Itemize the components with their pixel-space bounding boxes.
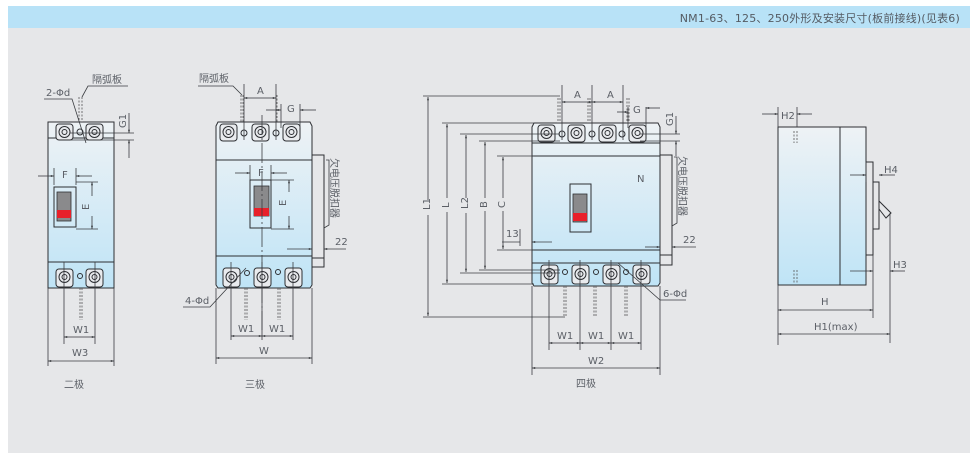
caption-three-pole: 三极: [245, 378, 265, 391]
label-C: C: [497, 201, 508, 208]
handle-red-indicator: [573, 213, 587, 221]
label-A-right: A: [607, 90, 614, 101]
terminal: [602, 264, 621, 285]
label-G1: G1: [665, 112, 676, 126]
terminal: [55, 123, 74, 141]
terminal: [537, 124, 556, 143]
label-undervoltage-release: 欠电压脱扣器: [676, 156, 689, 216]
terminal: [253, 267, 272, 288]
label-arc-barrier: 隔弧板: [199, 72, 229, 85]
label-offset-13: 13: [506, 229, 519, 240]
label-H4: H4: [884, 165, 898, 176]
four-pole-view: 欠电压脱扣器 N A A G G1 L1: [422, 85, 696, 390]
handle-frame: [569, 183, 592, 233]
handle-red-indicator: [254, 208, 269, 216]
label-L: L: [441, 202, 452, 208]
terminal: [55, 268, 74, 288]
label-G: G: [287, 104, 295, 115]
label-W1-right: W1: [269, 324, 285, 335]
side-body: [777, 126, 867, 286]
terminal: [85, 268, 104, 288]
side-view: H2 H4 H3 H H1(max): [762, 107, 907, 345]
label-W1-3: W1: [618, 331, 634, 342]
toggle-lever: [878, 200, 892, 219]
two-pole-view: 隔弧板 2-Φd G1 F E W1 W3 二极: [38, 73, 134, 391]
terminal: [632, 264, 651, 285]
terminal: [222, 267, 241, 288]
label-H1-max: H1(max): [814, 322, 858, 333]
label-W1-1: W1: [557, 331, 573, 342]
label-G1: G1: [118, 114, 129, 128]
caption-four-pole: 四极: [576, 377, 596, 390]
label-W1-left: W1: [238, 324, 254, 335]
handle-frame: [53, 186, 77, 228]
label-F: F: [62, 170, 68, 181]
terminal: [540, 264, 559, 285]
label-H: H: [821, 297, 829, 308]
label-mount-holes: 6-Φd: [663, 289, 687, 300]
label-H2: H2: [781, 111, 795, 122]
label-B: B: [479, 201, 490, 208]
label-W2: W2: [588, 356, 604, 367]
label-offset-22: 22: [683, 235, 696, 246]
terminal: [282, 123, 301, 142]
terminal: [219, 123, 238, 142]
label-L2: L2: [460, 197, 471, 209]
mount-hole-icon: [76, 128, 84, 136]
terminal: [628, 124, 647, 143]
label-A-left: A: [574, 90, 581, 101]
label-undervoltage-release: 欠电压脱扣器: [328, 158, 341, 218]
terminal: [284, 267, 303, 288]
label-W: W: [259, 346, 269, 357]
label-G: G: [633, 105, 641, 116]
label-N: N: [637, 174, 644, 185]
label-L1: L1: [422, 198, 433, 210]
label-W3: W3: [72, 348, 88, 359]
terminal: [567, 124, 586, 143]
terminal: [598, 124, 617, 143]
terminal: [251, 123, 270, 142]
label-A: A: [257, 86, 264, 97]
three-pole-view: 欠电压脱扣器 隔弧板 A G F E: [183, 72, 348, 391]
terminal: [571, 264, 590, 285]
label-mount-holes: 2-Φd: [46, 88, 70, 99]
label-E: E: [278, 200, 289, 206]
handle-red-indicator: [57, 210, 71, 218]
page-title: NM1-63、125、250外形及安装尺寸(板前接线)(见表6): [679, 12, 960, 25]
terminal: [85, 123, 104, 141]
caption-two-pole: 二极: [64, 378, 84, 391]
label-W1: W1: [73, 325, 89, 336]
label-E: E: [81, 204, 92, 210]
label-W1-2: W1: [588, 331, 604, 342]
header-bar: NM1-63、125、250外形及安装尺寸(板前接线)(见表6): [8, 6, 970, 28]
label-arc-barrier: 隔弧板: [92, 73, 122, 86]
label-F: F: [258, 168, 264, 179]
handle-frame: [249, 179, 272, 229]
label-mount-holes: 4-Φd: [185, 296, 209, 307]
label-offset-22: 22: [335, 237, 348, 248]
label-H3: H3: [893, 260, 907, 271]
